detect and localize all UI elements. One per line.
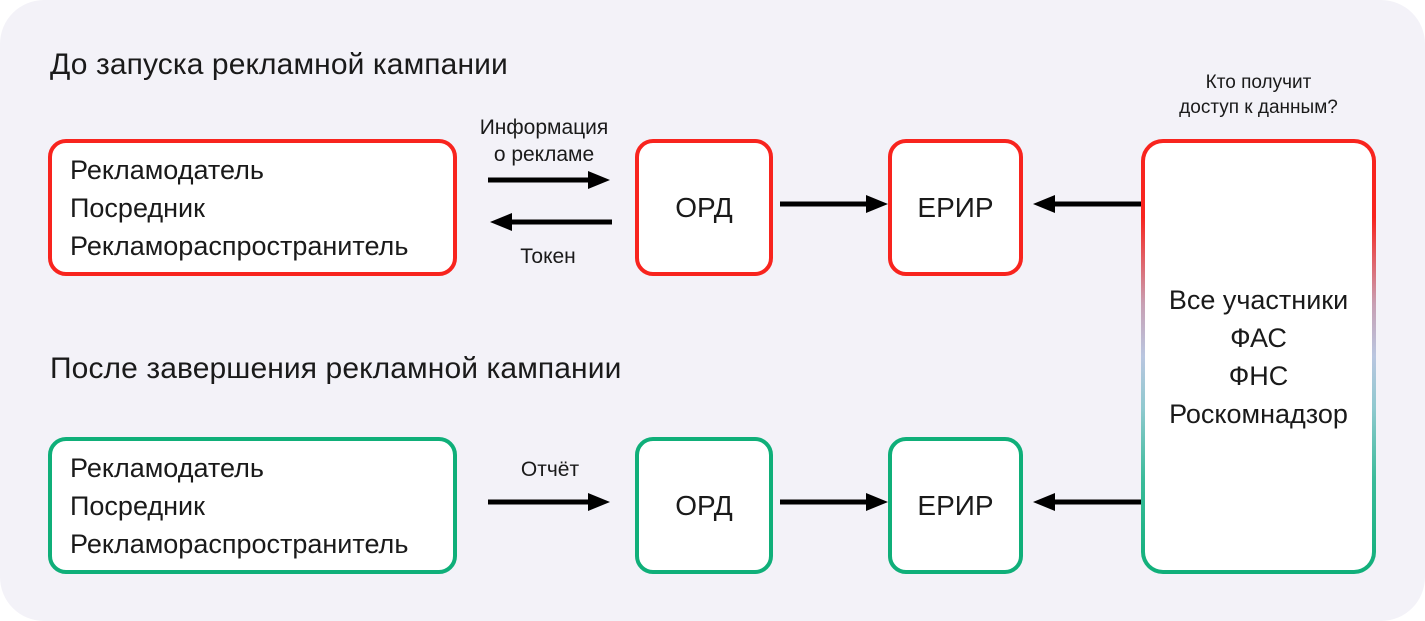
arrow-label-report: Отчёт xyxy=(520,458,580,481)
node-erir-label: ЕРИР xyxy=(917,489,994,521)
node-ord-after: ОРД xyxy=(635,437,773,574)
arrow-right-info-icon xyxy=(488,171,610,189)
access-box: Все участники ФАС ФНС Роскомнадзор xyxy=(1141,139,1376,574)
participant-line: Рекламодатель xyxy=(70,154,264,185)
access-line: ФАС xyxy=(1230,322,1287,353)
node-erir-after: ЕРИР xyxy=(888,437,1023,574)
participant-line: Рекламодатель xyxy=(70,452,264,483)
access-line: Все участники xyxy=(1168,284,1349,315)
arrow-left-access-to-erir-icon xyxy=(1033,493,1143,511)
node-ord-before: ОРД xyxy=(635,139,773,276)
participants-box-after: Рекламодатель Посредник Рекламораспростр… xyxy=(48,437,457,574)
section-title-after: После завершения рекламной кампании xyxy=(50,352,622,385)
participants-box-before: Рекламодатель Посредник Рекламораспростр… xyxy=(48,139,457,276)
arrow-left-token-icon xyxy=(490,213,612,231)
node-erir-before: ЕРИР xyxy=(888,139,1023,276)
participant-line: Рекламораспространитель xyxy=(70,528,409,559)
arrow-right-report-icon xyxy=(488,493,610,511)
node-ord-label: ОРД xyxy=(675,191,733,223)
arrow-right-ord-to-erir-icon xyxy=(780,195,888,213)
arrow-label-info-line2: о рекламе xyxy=(493,143,595,166)
arrow-right-ord-to-erir-icon xyxy=(780,493,888,511)
arrow-label-info: Информация о рекламе xyxy=(468,114,620,168)
participant-line: Посредник xyxy=(70,192,205,223)
access-box-inner: Все участники ФАС ФНС Роскомнадзор xyxy=(1145,143,1372,570)
access-caption: Кто получит доступ к данным? xyxy=(1141,70,1376,120)
access-caption-line1: Кто получит xyxy=(1205,72,1312,93)
access-line: Роскомнадзор xyxy=(1169,398,1348,429)
access-caption-line2: доступ к данным? xyxy=(1179,97,1338,118)
section-title-before: До запуска рекламной кампании xyxy=(50,48,508,81)
node-ord-label: ОРД xyxy=(675,489,733,521)
arrow-left-access-to-erir-icon xyxy=(1033,195,1143,213)
participant-line: Рекламораспространитель xyxy=(70,230,409,261)
participant-line: Посредник xyxy=(70,490,205,521)
node-erir-label: ЕРИР xyxy=(917,191,994,223)
arrow-label-info-line1: Информация xyxy=(479,116,609,139)
arrow-label-token: Токен xyxy=(520,245,576,268)
access-line: ФНС xyxy=(1228,360,1289,391)
